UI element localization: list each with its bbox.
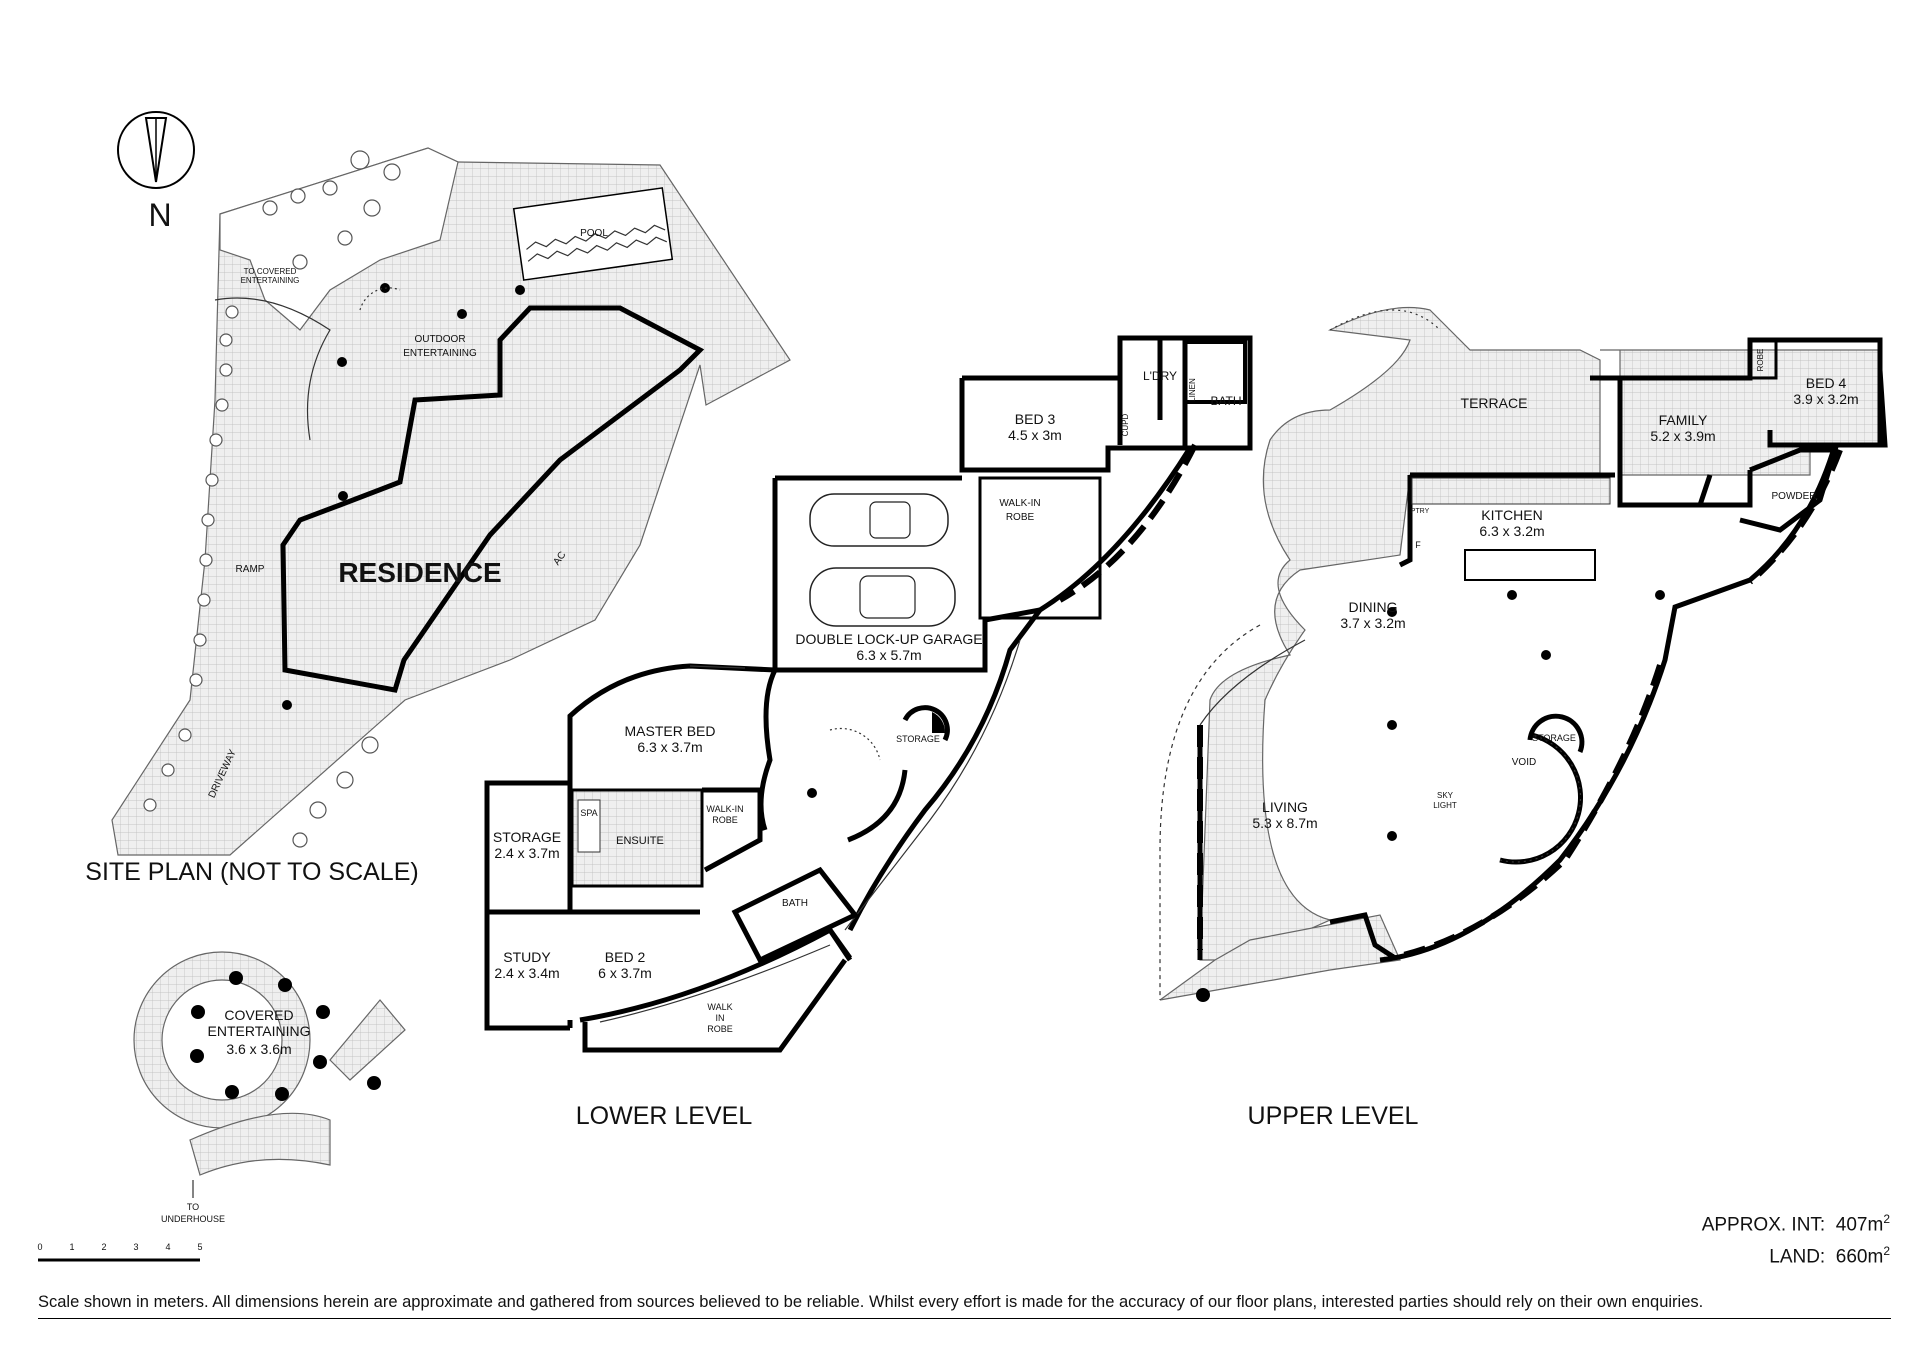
kitchen-dims: 6.3 x 3.2m [1479,523,1544,539]
disclaimer-text: Scale shown in meters. All dimensions he… [38,1293,1704,1311]
land-area-label: LAND: [1769,1246,1826,1268]
scale-tick: 1 [69,1242,74,1252]
dining-name: DINING [1349,599,1398,615]
cupd-label: CUPD [1121,413,1130,436]
walkin-robe-garage-1: WALK-IN [999,498,1040,509]
site-plan: POOL RESIDENCE AC OUTDOOR ENTERTAINING [85,147,791,886]
ldry-label: L'DRY [1143,369,1177,383]
covered-ent-name-1: COVERED [224,1007,293,1023]
scale-tick: 5 [197,1242,202,1252]
terrace-label: TERRACE [1461,395,1528,411]
walkin-robe-bed2-1: WALK [707,1002,732,1012]
study-name: STUDY [503,949,551,965]
lower-level-title: LOWER LEVEL [576,1102,753,1130]
scale-bar: 0 1 2 3 4 5 [37,1242,203,1262]
land-area: LAND: 660m2 [1769,1244,1890,1268]
storage-dims: 2.4 x 3.7m [494,845,559,861]
lower-level-plan: BED 3 4.5 x 3m L'DRY LINEN CUPD BATH WAL… [484,335,1253,1130]
living-name: LIVING [1262,799,1308,815]
ramp-label: RAMP [236,564,265,575]
to-covered-label-1: TO COVERED [244,267,297,276]
pool-label: POOL [580,228,608,239]
scale-tick: 3 [133,1242,138,1252]
bed4-name: BED 4 [1806,375,1847,391]
bed4-dims: 3.9 x 3.2m [1793,391,1858,407]
spa-label: SPA [580,808,597,818]
kitchen-name: KITCHEN [1481,507,1542,523]
storage-round-label: STORAGE [896,734,940,744]
walkin-robe-bed2-3: ROBE [707,1024,733,1034]
outdoor-entertaining-label-2: ENTERTAINING [403,348,477,359]
family-name: FAMILY [1659,412,1708,428]
family-dims: 5.2 x 3.9m [1650,428,1715,444]
living-dims: 5.3 x 8.7m [1252,815,1317,831]
void-label: VOID [1512,757,1536,768]
bath-top-label: BATH [1210,394,1241,408]
int-area-label: APPROX. INT: [1701,1214,1826,1236]
int-area-value: 407m [1835,1214,1884,1236]
bed3-name: BED 3 [1015,411,1056,427]
garage-dims: 6.3 x 5.7m [856,647,921,663]
outdoor-entertaining-label-1: OUTDOOR [414,334,465,345]
study-dims: 2.4 x 3.4m [494,965,559,981]
skylight-label-1: SKY [1437,791,1454,800]
car-icon [809,493,949,547]
ptry-label: PTRY [1411,508,1430,515]
compass-letter: N [148,197,171,233]
master-dims: 6.3 x 3.7m [637,739,702,755]
upper-storage-label: STORAGE [1532,733,1576,743]
robe-label: ROBE [1756,349,1765,372]
scale-tick: 4 [165,1242,170,1252]
walkin-robe-master-2: ROBE [712,815,738,825]
car-icon [809,567,956,627]
covered-ent-dims: 3.6 x 3.6m [226,1041,291,1057]
fridge-label: F [1415,540,1421,550]
covered-ent-name-2: ENTERTAINING [208,1023,311,1039]
scale-tick: 0 [37,1242,42,1252]
storage-name: STORAGE [493,829,561,845]
linen-label: LINEN [1188,378,1197,402]
approx-internal-area: APPROX. INT: 407m2 [1702,1212,1890,1236]
footer-divider [38,1318,1891,1319]
int-area-exp: 2 [1883,1212,1890,1226]
master-name: MASTER BED [624,723,715,739]
to-underhouse-1: TO [187,1202,199,1212]
ensuite-label: ENSUITE [616,835,664,847]
garage-name: DOUBLE LOCK-UP GARAGE [795,631,982,647]
residence-label: RESIDENCE [338,557,501,588]
bed2-name: BED 2 [605,949,646,965]
scale-tick: 2 [101,1242,106,1252]
covered-entertaining-plan: COVERED ENTERTAINING 3.6 x 3.6m TO UNDER… [133,951,406,1224]
to-covered-label-2: ENTERTAINING [241,276,300,285]
walkin-robe-master-1: WALK-IN [706,804,743,814]
land-area-value: 660m [1835,1246,1884,1268]
to-underhouse-2: UNDERHOUSE [161,1214,225,1224]
powder-label: POWDER [1772,491,1817,502]
north-compass-icon: N [117,111,195,233]
garden-trees [143,150,401,848]
bed3-dims: 4.5 x 3m [1008,427,1062,443]
bath-label: BATH [782,898,808,909]
upper-level-title: UPPER LEVEL [1248,1102,1419,1130]
dining-dims: 3.7 x 3.2m [1340,615,1405,631]
skylight-label-2: LIGHT [1433,801,1457,810]
upper-level-plan: PTRY F KITCHEN 6.3 x 3.2m TERRACE ROBE F… [1159,306,1888,1130]
land-area-exp: 2 [1883,1244,1890,1258]
site-plan-title: SITE PLAN (NOT TO SCALE) [85,858,418,886]
walkin-robe-garage-2: ROBE [1006,512,1035,523]
walkin-robe-bed2-2: IN [716,1013,725,1023]
bed2-dims: 6 x 3.7m [598,965,652,981]
